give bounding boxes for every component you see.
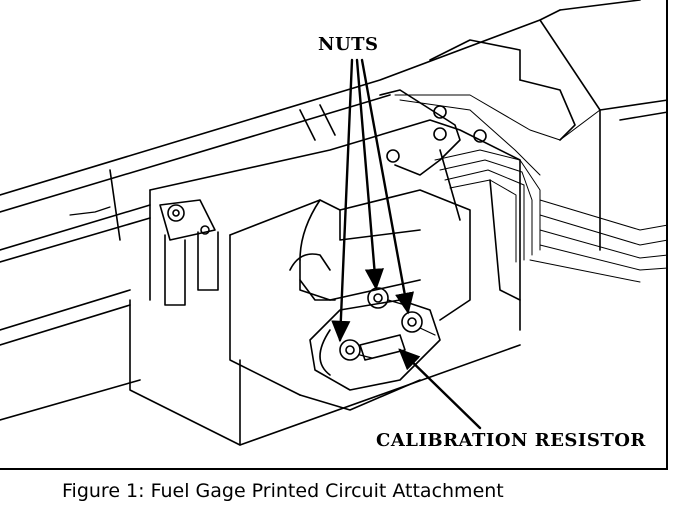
nut-right [401, 311, 423, 333]
printed-circuit-board [289, 253, 441, 391]
nut-left [339, 339, 361, 361]
nut-upper [367, 287, 389, 309]
housing-rail [0, 0, 668, 421]
nuts-label: NUTS [318, 34, 379, 55]
calibration-resistor-label: CALIBRATION RESISTOR [376, 430, 646, 451]
nuts-leaders [331, 58, 414, 343]
figure-caption: Figure 1: Fuel Gage Printed Circuit Atta… [62, 480, 504, 502]
ribbon-cable [394, 94, 668, 283]
figure-frame: NUTS CALIBRATION RESISTOR [0, 0, 668, 470]
resistor-leader [398, 348, 482, 430]
fuel-gage-drawing [0, 0, 668, 446]
gage-body [129, 119, 521, 446]
mounting-plate [159, 89, 487, 306]
